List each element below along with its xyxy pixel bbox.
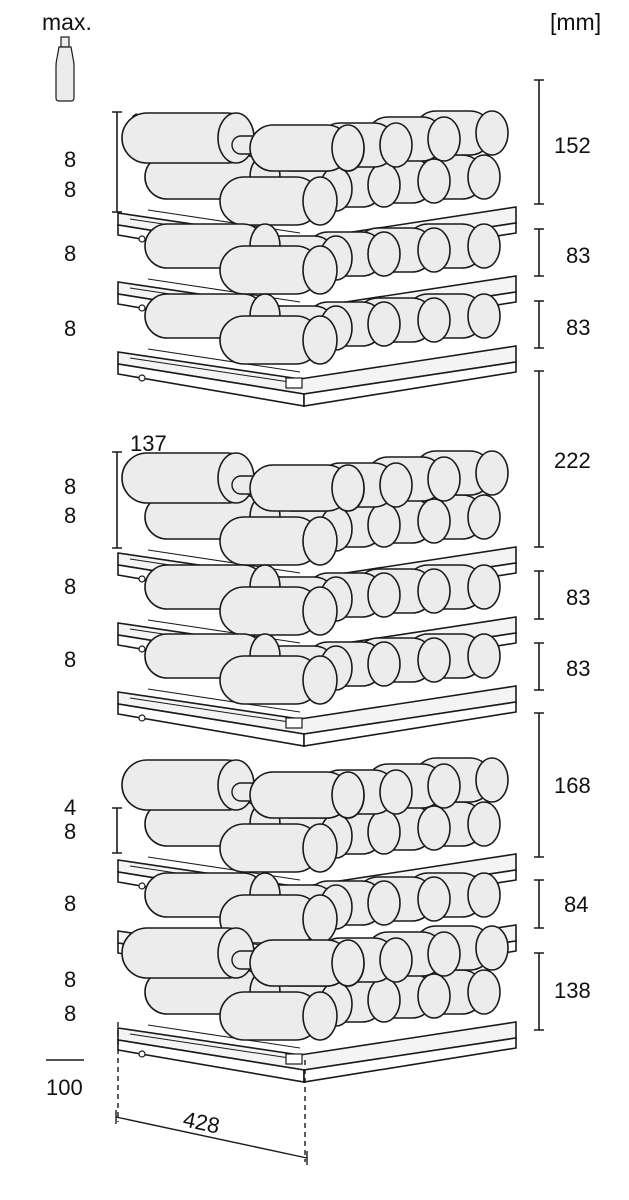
right-dimension-3: 83	[566, 315, 591, 340]
depth-label: 428	[181, 1106, 222, 1138]
right-dimension-6: 83	[566, 656, 591, 681]
left-count-12: 8	[64, 967, 77, 992]
shelf-9	[118, 926, 516, 1082]
unit-label: [mm]	[550, 9, 602, 35]
right-brackets	[534, 79, 544, 1031]
right-dimension-1: 152	[554, 133, 591, 158]
left-count-9: 4	[64, 795, 77, 820]
left-count-2: 8	[64, 177, 77, 202]
left-count-8: 8	[64, 647, 77, 672]
left-count-1: 8	[64, 147, 77, 172]
left-count-5: 8	[64, 474, 77, 499]
depth-dimension	[115, 1022, 308, 1165]
left-count-11: 8	[64, 891, 77, 916]
offset-label: 100	[46, 1075, 83, 1100]
right-dimension-5: 83	[566, 585, 591, 610]
right-dimension-9: 138	[554, 978, 591, 1003]
right-dimension-7: 168	[554, 773, 591, 798]
left-count-7: 8	[64, 574, 77, 599]
bottle-icon	[55, 36, 75, 102]
left-brackets	[112, 111, 122, 854]
left-count-6: 8	[64, 503, 77, 528]
shelf-6	[118, 634, 516, 746]
shelf-3	[118, 294, 516, 406]
right-dimension-4: 222	[554, 448, 591, 473]
right-dimension-2: 83	[566, 243, 591, 268]
right-dimension-8: 84	[564, 892, 589, 917]
left-count-10: 8	[64, 819, 77, 844]
top-height-2: 137	[130, 431, 167, 456]
left-count-4: 8	[64, 316, 77, 341]
left-count-13: 8	[64, 1001, 77, 1026]
left-count-3: 8	[64, 241, 77, 266]
max-label: max.	[42, 9, 92, 35]
